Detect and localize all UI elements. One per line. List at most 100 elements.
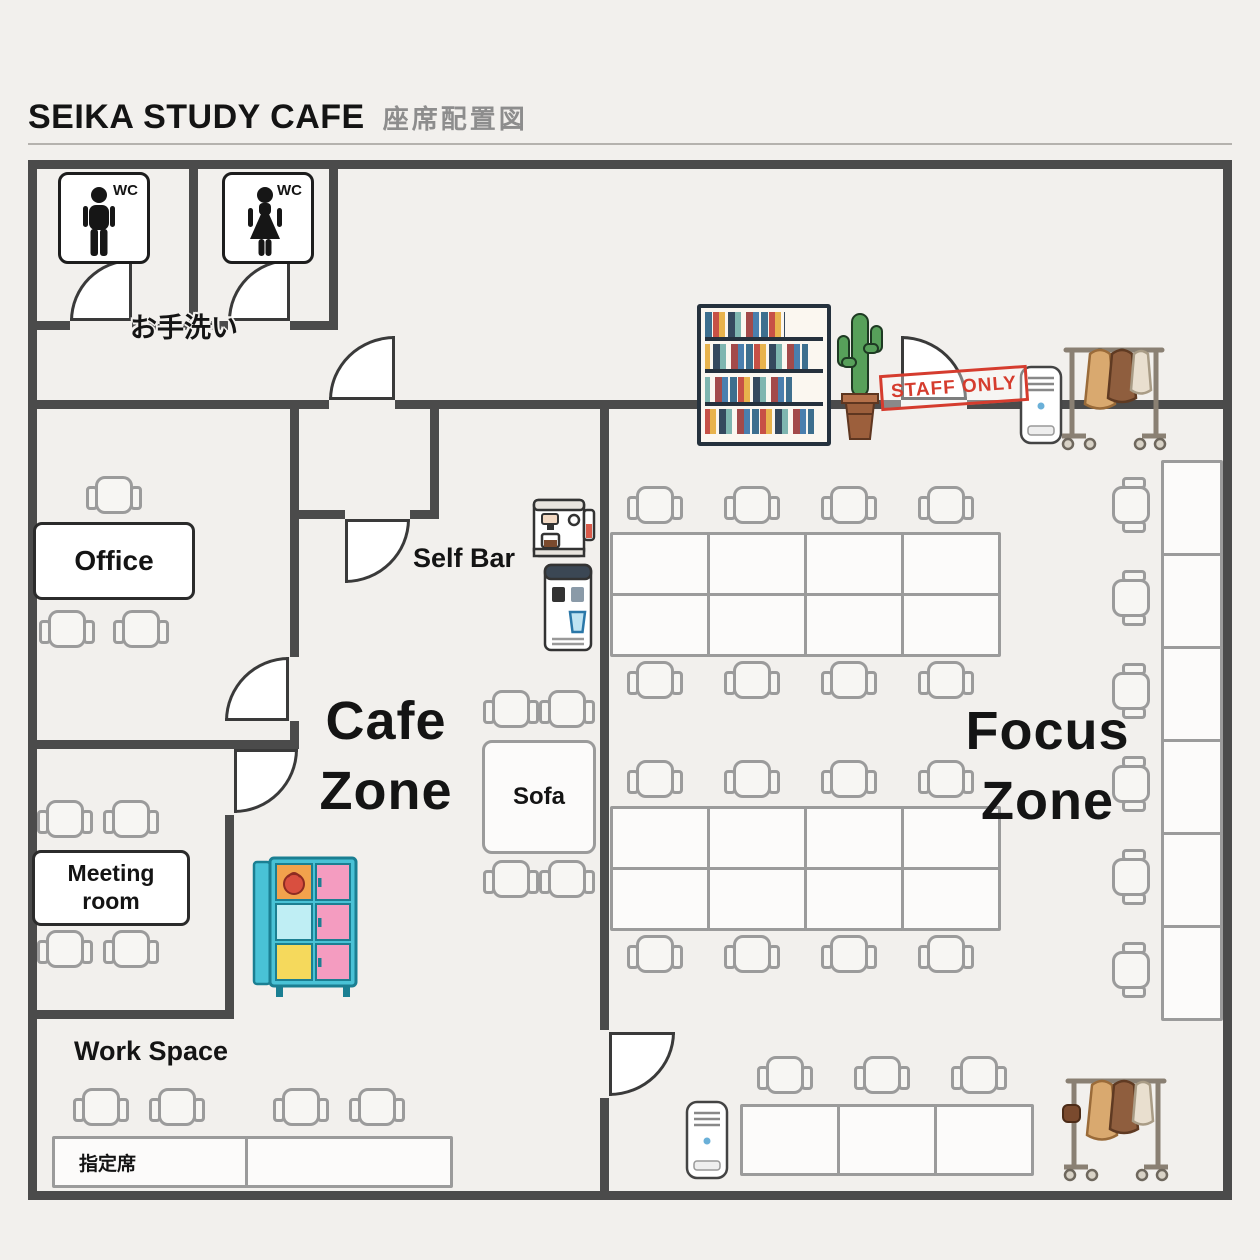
desk: [1161, 646, 1223, 742]
chair: [724, 935, 780, 973]
header-divider: [28, 143, 1232, 145]
chair: [539, 860, 595, 898]
chair: [918, 486, 974, 524]
wall-segment: [28, 400, 329, 409]
chair: [627, 760, 683, 798]
wall-segment: [290, 321, 338, 330]
desk: [901, 532, 1001, 596]
coat-rack-icon: [1061, 347, 1167, 451]
chair: [149, 1088, 205, 1126]
desk: [901, 593, 1001, 657]
chair: [918, 935, 974, 973]
page-title-text: SEIKA STUDY CAFE: [28, 98, 365, 136]
desk: [707, 593, 807, 657]
desk: [610, 593, 710, 657]
wc-label: WC: [277, 182, 302, 199]
chair: [918, 661, 974, 699]
chair: [918, 760, 974, 798]
door-arc-office: [225, 657, 289, 721]
wall-segment: [28, 740, 299, 749]
wall-segment: [299, 510, 345, 519]
door-arc-mens-wc: [70, 259, 132, 321]
coat-rack-icon: [1062, 1078, 1169, 1182]
chair: [539, 690, 595, 728]
chair: [1112, 663, 1150, 719]
door-arc-focus-zone: [609, 1032, 675, 1096]
page-subtitle: 座席配置図: [382, 104, 528, 134]
focus-zone-label-line2: Zone: [981, 771, 1114, 831]
chair: [724, 486, 780, 524]
wall-segment: [28, 1010, 234, 1019]
chair: [627, 486, 683, 524]
bookshelf-shelf: [705, 408, 823, 438]
door-arc-meeting-room: [234, 749, 298, 813]
mens-wc-sign: WC: [58, 172, 150, 264]
chair: [1112, 570, 1150, 626]
reserved-seat-table: 指定席: [52, 1136, 248, 1188]
desk: [1161, 832, 1223, 928]
chair: [627, 935, 683, 973]
chair: [273, 1088, 329, 1126]
desk: [610, 867, 710, 931]
bookshelf-shelf: [705, 312, 823, 341]
chair: [821, 935, 877, 973]
desk: [610, 532, 710, 596]
wall-segment: [290, 721, 299, 749]
bookshelf-icon: [697, 304, 831, 446]
wall-segment: [132, 321, 228, 330]
work-space-label: Work Space: [74, 1036, 229, 1066]
chair: [821, 486, 877, 524]
air-purifier-icon: [1019, 365, 1063, 445]
chair: [349, 1088, 405, 1126]
wall-segment: [189, 160, 198, 330]
desk: [901, 867, 1001, 931]
door-arc-self-bar: [345, 519, 410, 583]
chair: [37, 800, 93, 838]
chair: [73, 1088, 129, 1126]
chair: [724, 661, 780, 699]
chair: [37, 930, 93, 968]
office-label: Office: [74, 545, 154, 577]
meeting-room-label: Meeting room: [67, 860, 155, 914]
chair: [103, 800, 159, 838]
desk: [1161, 739, 1223, 835]
desk: [740, 1104, 840, 1176]
wall-segment: [600, 1098, 609, 1200]
chair: [724, 760, 780, 798]
desk: [804, 593, 904, 657]
chair: [951, 1056, 1007, 1094]
water-dispenser-icon: [543, 563, 593, 652]
chair: [821, 760, 877, 798]
lockers-icon: [252, 856, 358, 997]
cafe-zone-label-line1: Cafe: [325, 691, 447, 751]
chair: [86, 476, 142, 514]
wall-segment: [430, 400, 439, 519]
desk: [707, 806, 807, 870]
page-title: SEIKA STUDY CAFE 座席配置図: [28, 98, 528, 137]
womens-wc-sign: WC: [222, 172, 314, 264]
chair: [821, 661, 877, 699]
cafe-zone-label-line2: Zone: [319, 761, 453, 821]
womens-toilet-icon: [248, 187, 282, 256]
office-label-box: Office: [33, 522, 195, 600]
chair: [483, 690, 539, 728]
sofa-table: Sofa: [482, 740, 596, 854]
chair: [757, 1056, 813, 1094]
self-bar-label: Self Bar: [413, 543, 516, 573]
chair: [1112, 477, 1150, 533]
door-arc-cafe-entrance: [329, 336, 395, 400]
reserved-seat-label: 指定席: [79, 1153, 137, 1175]
desk: [837, 1104, 937, 1176]
wc-label: WC: [113, 182, 138, 199]
coffee-machine-icon: [532, 498, 596, 558]
chair: [483, 860, 539, 898]
wall-segment: [329, 160, 338, 330]
meeting-room-label-box: Meeting room: [32, 850, 190, 926]
chair: [39, 610, 95, 648]
chair: [113, 610, 169, 648]
sofa-label: Sofa: [512, 783, 565, 810]
chair: [854, 1056, 910, 1094]
desk: [610, 806, 710, 870]
bookshelf-shelf: [705, 344, 823, 374]
